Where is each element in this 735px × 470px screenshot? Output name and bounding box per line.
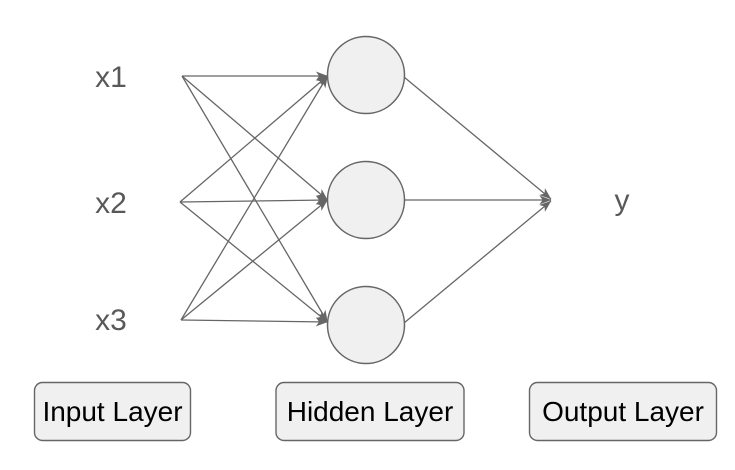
input-label-x1: x1 [95, 61, 127, 94]
edge-x2-h1 [179, 75, 328, 203]
output-layer-label: Output Layer [542, 396, 704, 427]
edge-x3-h3 [180, 317, 328, 327]
edge-x2-h2 [179, 195, 328, 205]
hidden-layer-box [275, 381, 465, 442]
edge-x2-h3 [179, 201, 328, 323]
input-label-x3: x3 [95, 304, 127, 337]
hidden-node-2 [326, 160, 406, 240]
input-layer-label: Input Layer [42, 396, 182, 427]
edge-x3-h1 [180, 75, 329, 321]
output-layer-box [528, 381, 718, 442]
hidden-node-3 [326, 285, 406, 365]
input-layer-box [33, 381, 192, 442]
edge-x3-h2 [180, 199, 328, 321]
edge-h1-y [403, 76, 552, 200]
edge-h3-y [403, 200, 552, 324]
output-label-y: y [615, 184, 630, 217]
input-to-hidden-edges [179, 71, 329, 327]
hidden-to-output-edges [403, 76, 552, 324]
layer-caption-boxes: Input Layer Hidden Layer Output Layer [33, 381, 718, 442]
hidden-layer-nodes [326, 35, 406, 365]
input-label-x2: x2 [95, 187, 127, 220]
hidden-node-1 [326, 35, 406, 115]
edge-x1-h3 [181, 75, 329, 323]
hidden-layer-label: Hidden Layer [287, 396, 454, 427]
